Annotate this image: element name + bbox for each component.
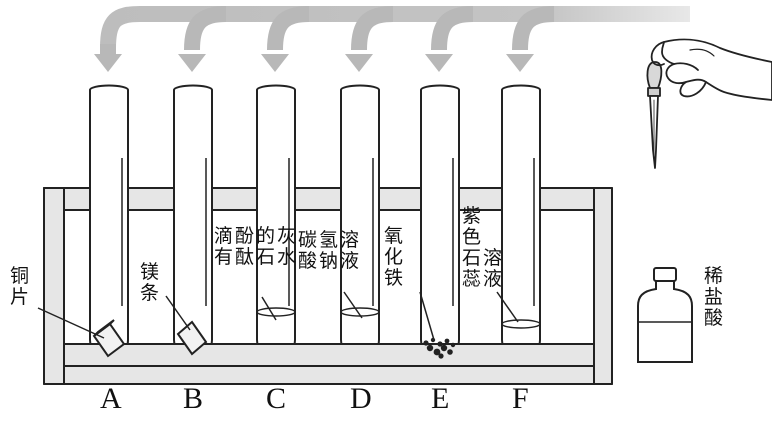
label-litmus-2: 石蕊	[462, 247, 482, 290]
label-iron-oxide-text: 氧化铁	[384, 225, 404, 289]
tube-f	[501, 84, 541, 360]
arrow-curve-d	[351, 6, 394, 51]
label-copper: 铜片	[10, 266, 32, 308]
arrow-head-b	[178, 54, 206, 72]
label-limewater-2: 酚酞	[235, 225, 255, 268]
tube-b	[173, 84, 213, 360]
arrow-curve-c	[267, 6, 310, 51]
hand-with-dropper	[646, 38, 772, 169]
dropper-collar	[647, 87, 661, 97]
label-limewater-1: 滴有	[214, 225, 234, 268]
arrow-curve-e	[431, 6, 474, 51]
rack-front	[43, 187, 613, 385]
label-litmus-1: 紫色	[462, 205, 482, 248]
arrow-curve-f	[512, 6, 555, 51]
arrow-curve-b	[184, 6, 227, 51]
label-iron-oxide: 氧化铁	[384, 226, 406, 289]
label-limewater-3: 的石	[256, 225, 276, 268]
label-magnesium-text: 镁条	[140, 261, 160, 304]
arrow-head-c	[261, 54, 289, 72]
tube-letter-b: B	[183, 382, 204, 415]
label-sodium-bicarbonate-3: 溶液	[340, 229, 360, 272]
arrow-band	[100, 6, 690, 49]
tube-letter-f: F	[512, 382, 529, 415]
label-hydrochloric-acid-text: 稀盐酸	[704, 265, 724, 329]
tube-letter-d: D	[350, 382, 372, 415]
tube-letter-a: A	[100, 382, 122, 415]
rack-left-front	[43, 187, 65, 385]
tube-letter-e: E	[431, 382, 450, 415]
tube-c	[256, 84, 296, 360]
copper-piece	[92, 319, 126, 358]
arrow-a	[94, 44, 122, 72]
label-limewater-4: 灰水	[277, 225, 297, 268]
rack-right-front	[593, 187, 613, 385]
label-sodium-bicarbonate-1: 碳酸	[298, 229, 318, 272]
label-magnesium: 镁条	[140, 262, 162, 304]
label-hydrochloric-acid: 稀盐酸	[704, 266, 726, 329]
label-litmus-3: 溶液	[483, 247, 503, 290]
rack-base	[43, 343, 613, 385]
arrow-head-f	[506, 54, 534, 72]
tube-d	[340, 84, 380, 360]
tube-letter-c: C	[266, 382, 287, 415]
label-copper-text: 铜片	[10, 265, 30, 308]
arrow-head-e	[425, 54, 453, 72]
label-sodium-bicarbonate-2: 氢钠	[319, 229, 339, 272]
addition-arrows	[94, 6, 690, 72]
tube-e	[420, 84, 460, 360]
arrow-head-d	[345, 54, 373, 72]
tube-a	[89, 84, 129, 360]
acid-bottle	[637, 267, 693, 363]
hand	[661, 38, 772, 101]
iron-oxide-powder	[423, 337, 456, 359]
